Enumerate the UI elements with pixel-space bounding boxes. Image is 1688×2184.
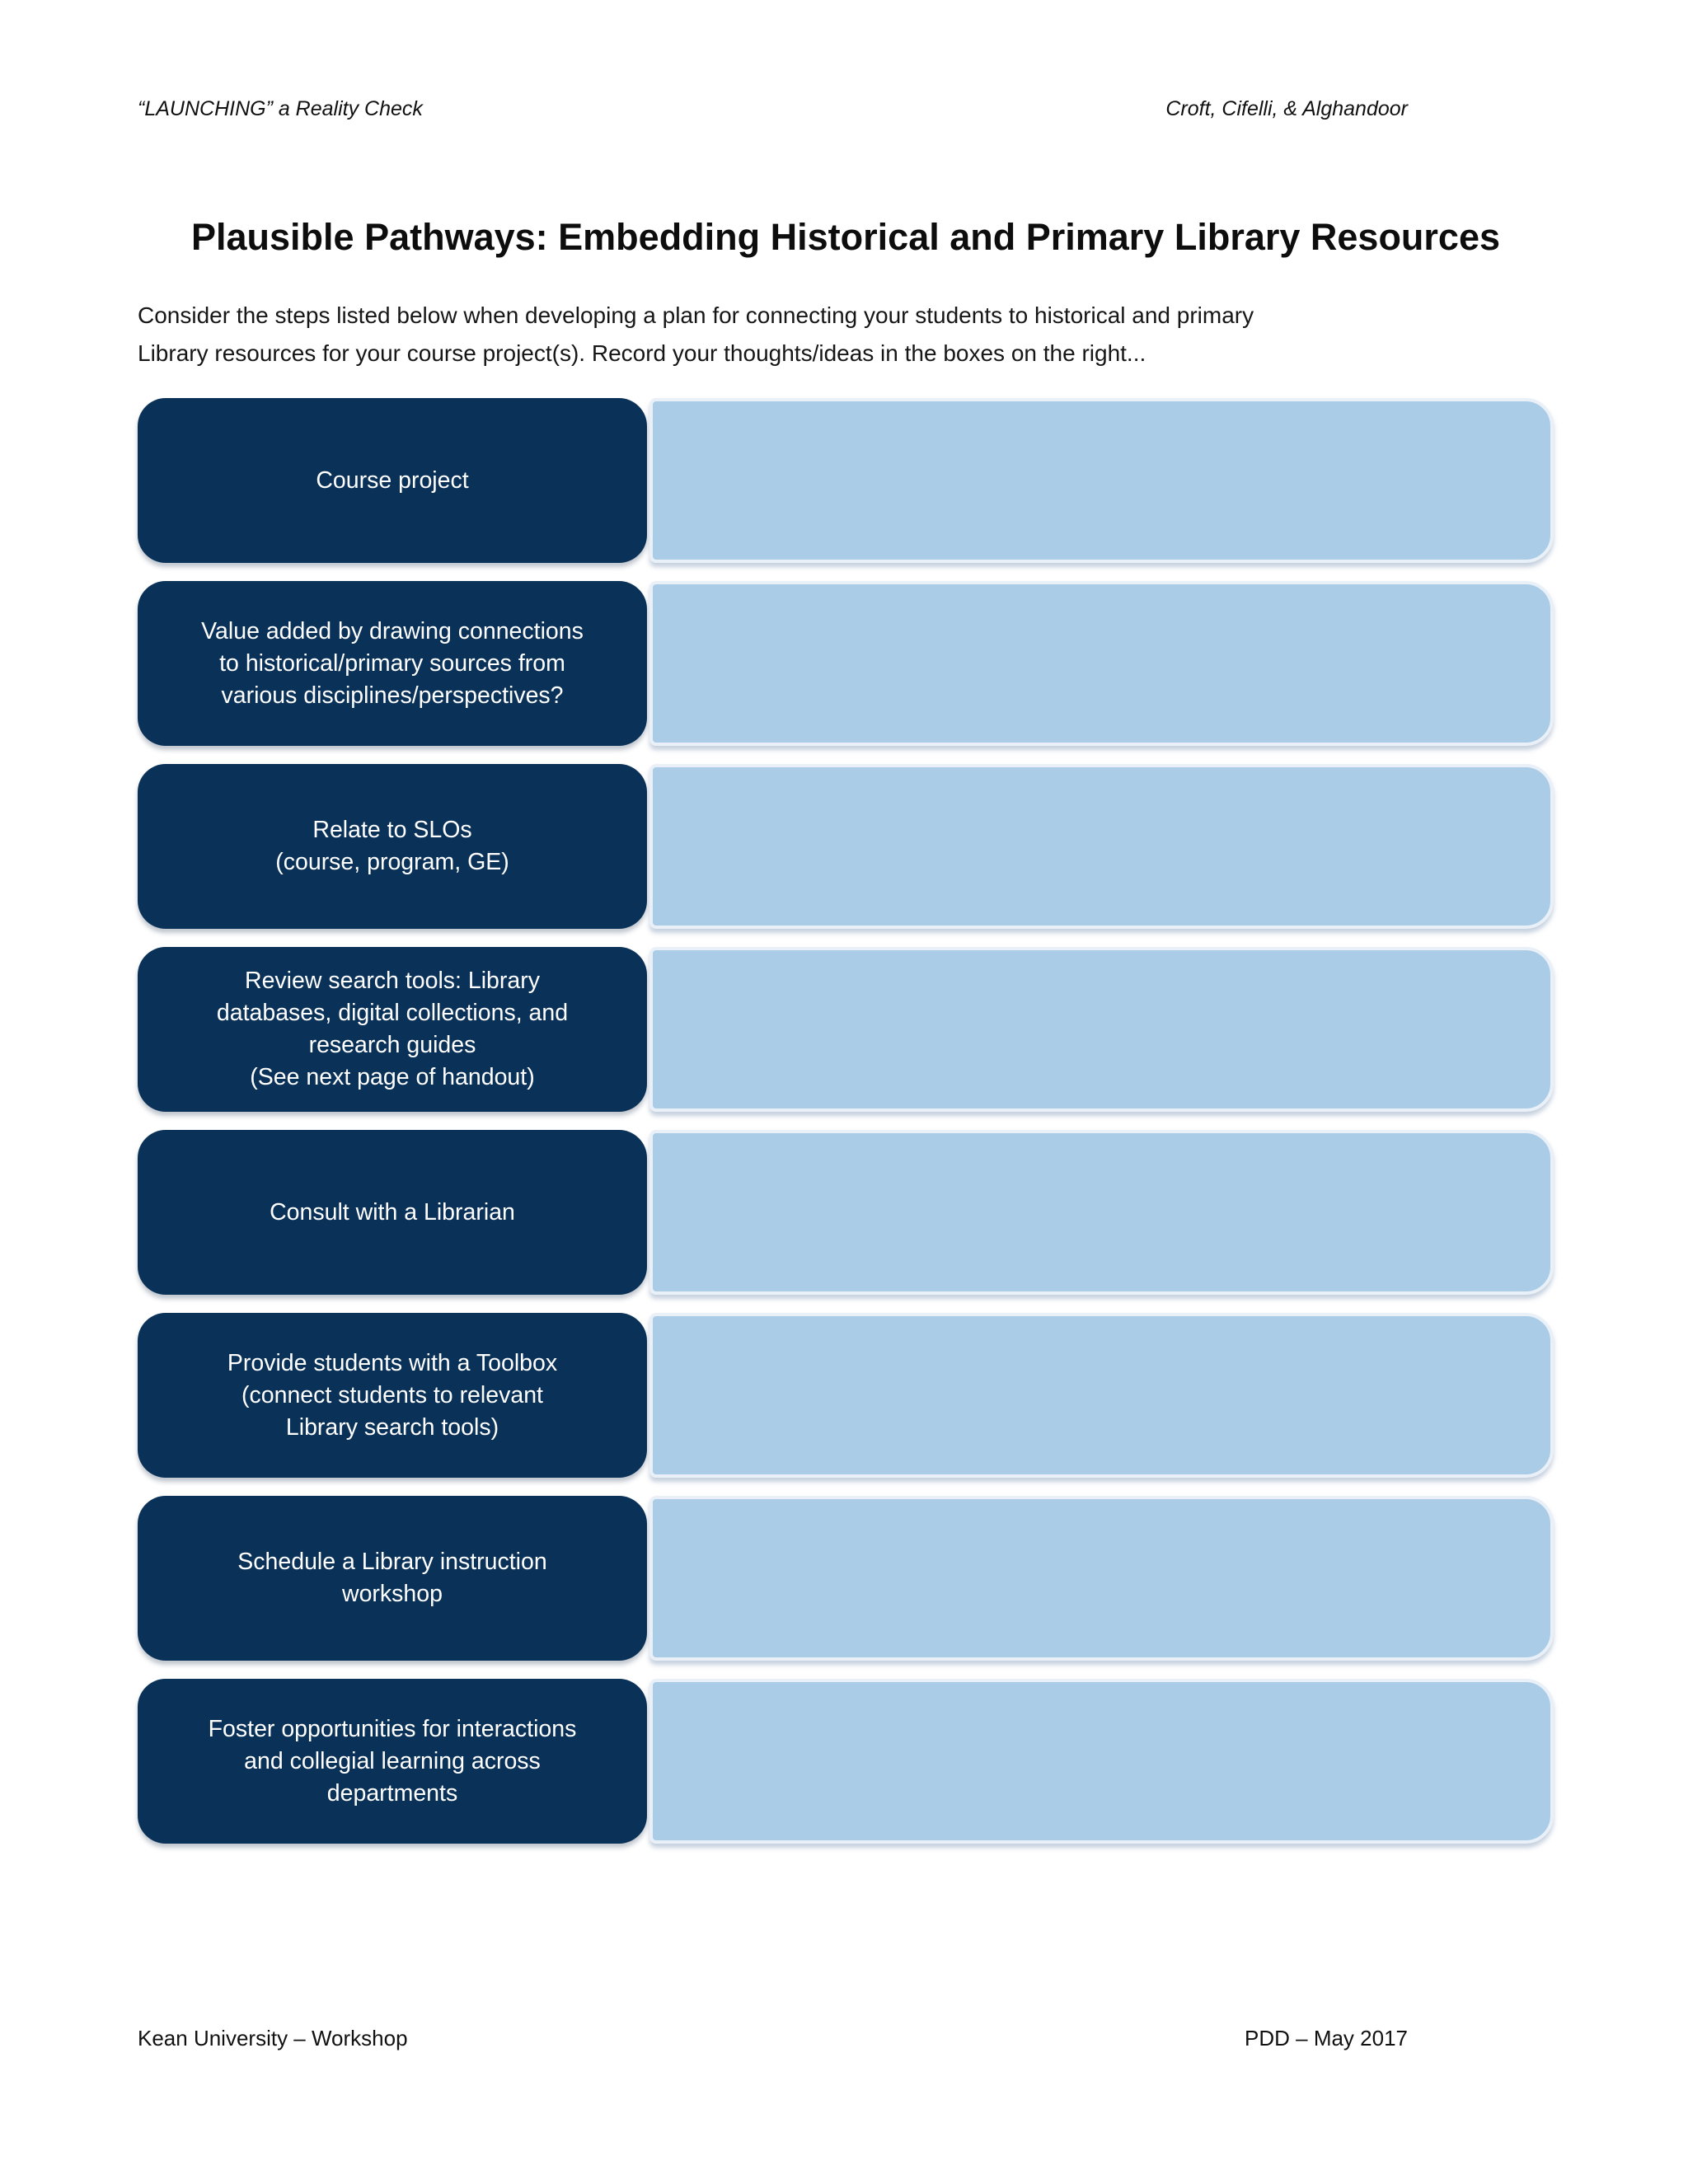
step-row: Schedule a Library instruction workshop bbox=[138, 1496, 1554, 1661]
step-label-box: Relate to SLOs (course, program, GE) bbox=[138, 764, 647, 929]
response-note-box[interactable] bbox=[649, 1313, 1554, 1478]
step-row: Course project bbox=[138, 398, 1554, 563]
response-note-box[interactable] bbox=[649, 1496, 1554, 1661]
page-footer: Kean University – Workshop PDD – May 201… bbox=[138, 2026, 1408, 2051]
step-row: Provide students with a Toolbox (connect… bbox=[138, 1313, 1554, 1478]
page-header: “LAUNCHING” a Reality Check Croft, Cifel… bbox=[138, 97, 1408, 121]
step-row: Foster opportunities for interactions an… bbox=[138, 1679, 1554, 1844]
step-label-box: Foster opportunities for interactions an… bbox=[138, 1679, 647, 1844]
footer-left-text: Kean University – Workshop bbox=[138, 2026, 408, 2050]
step-row: Consult with a Librarian bbox=[138, 1130, 1554, 1295]
step-label-box: Value added by drawing connections to hi… bbox=[138, 581, 647, 746]
response-note-box[interactable] bbox=[649, 1679, 1554, 1844]
step-row: Review search tools: Library databases, … bbox=[138, 947, 1554, 1112]
page-title: Plausible Pathways: Embedding Historical… bbox=[190, 216, 1501, 258]
response-note-box[interactable] bbox=[649, 581, 1554, 746]
step-row: Value added by drawing connections to hi… bbox=[138, 581, 1554, 746]
steps-list: Course project Value added by drawing co… bbox=[138, 398, 1554, 1844]
step-label-box: Course project bbox=[138, 398, 647, 563]
step-label-box: Review search tools: Library databases, … bbox=[138, 947, 647, 1112]
step-label-box: Consult with a Librarian bbox=[138, 1130, 647, 1295]
footer-right-text: PDD – May 2017 bbox=[1245, 2026, 1408, 2050]
step-label-box: Provide students with a Toolbox (connect… bbox=[138, 1313, 647, 1478]
intro-paragraph: Consider the steps listed below when dev… bbox=[138, 302, 1254, 366]
step-row: Relate to SLOs (course, program, GE) bbox=[138, 764, 1554, 929]
step-label-box: Schedule a Library instruction workshop bbox=[138, 1496, 647, 1661]
response-note-box[interactable] bbox=[649, 947, 1554, 1112]
response-note-box[interactable] bbox=[649, 398, 1554, 563]
response-note-box[interactable] bbox=[649, 764, 1554, 929]
header-left-text: “LAUNCHING” a Reality Check bbox=[138, 97, 423, 120]
header-right-text: Croft, Cifelli, & Alghandoor bbox=[1165, 97, 1408, 120]
response-note-box[interactable] bbox=[649, 1130, 1554, 1295]
